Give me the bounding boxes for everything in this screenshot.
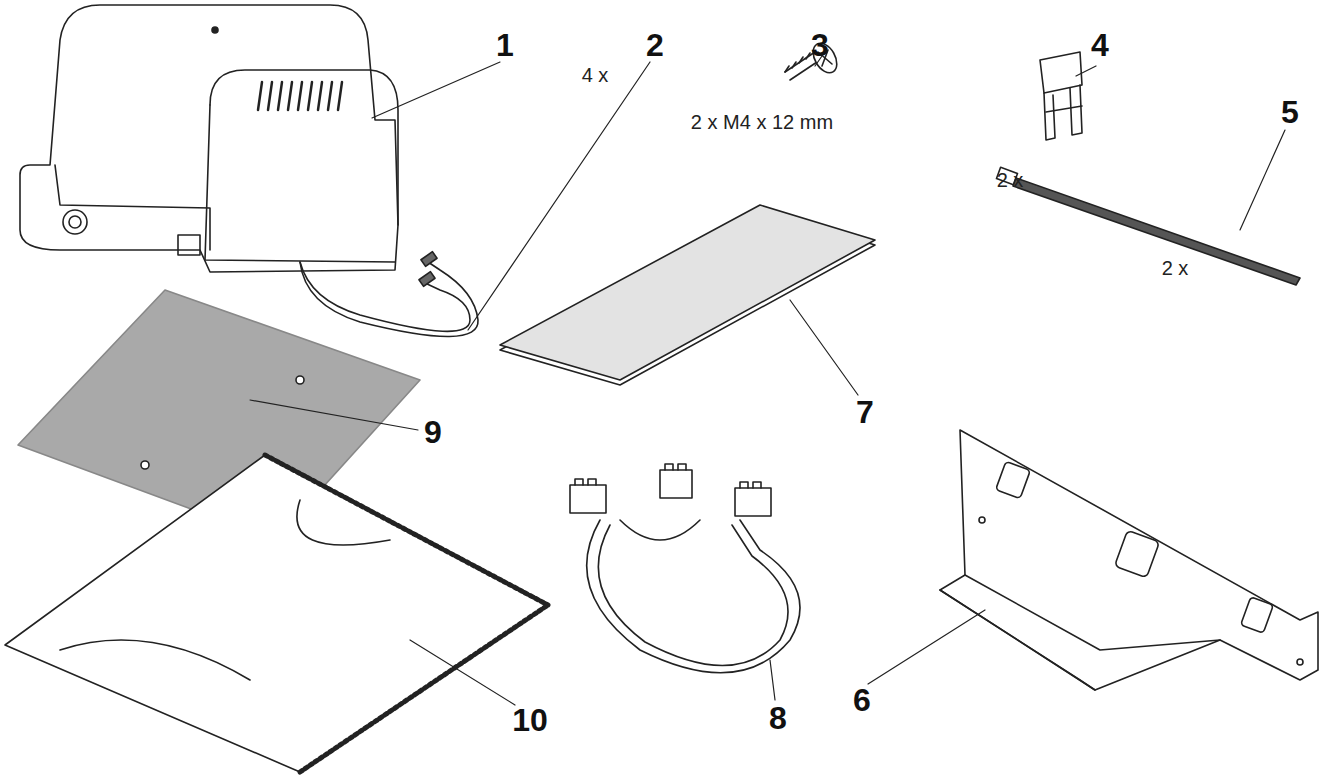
leader-lines bbox=[250, 56, 1285, 705]
callout-number: 1 bbox=[496, 27, 514, 64]
bracket bbox=[940, 430, 1318, 690]
pads bbox=[500, 205, 875, 385]
quantity-label: 4 x bbox=[582, 64, 609, 87]
callout-number: 5 bbox=[1281, 94, 1299, 131]
callout-number: 7 bbox=[856, 394, 874, 431]
quantity-label: 2 x bbox=[997, 169, 1024, 192]
cable-tie bbox=[996, 167, 1300, 285]
quantity-label: 2 x bbox=[1162, 257, 1189, 280]
wire-leads bbox=[300, 252, 478, 337]
control-unit bbox=[20, 5, 398, 272]
callout-number: 3 bbox=[811, 27, 829, 64]
callout-number: 2 bbox=[646, 27, 664, 64]
callout-number: 6 bbox=[853, 682, 871, 719]
callout-number: 10 bbox=[512, 702, 548, 739]
callout-number: 9 bbox=[424, 414, 442, 451]
clip bbox=[1040, 52, 1082, 140]
bag bbox=[5, 455, 548, 772]
callout-number: 8 bbox=[769, 700, 787, 737]
cable-harness bbox=[570, 464, 800, 673]
dimension-label: 2 x M4 x 12 mm bbox=[691, 111, 833, 134]
callout-number: 4 bbox=[1091, 27, 1109, 64]
